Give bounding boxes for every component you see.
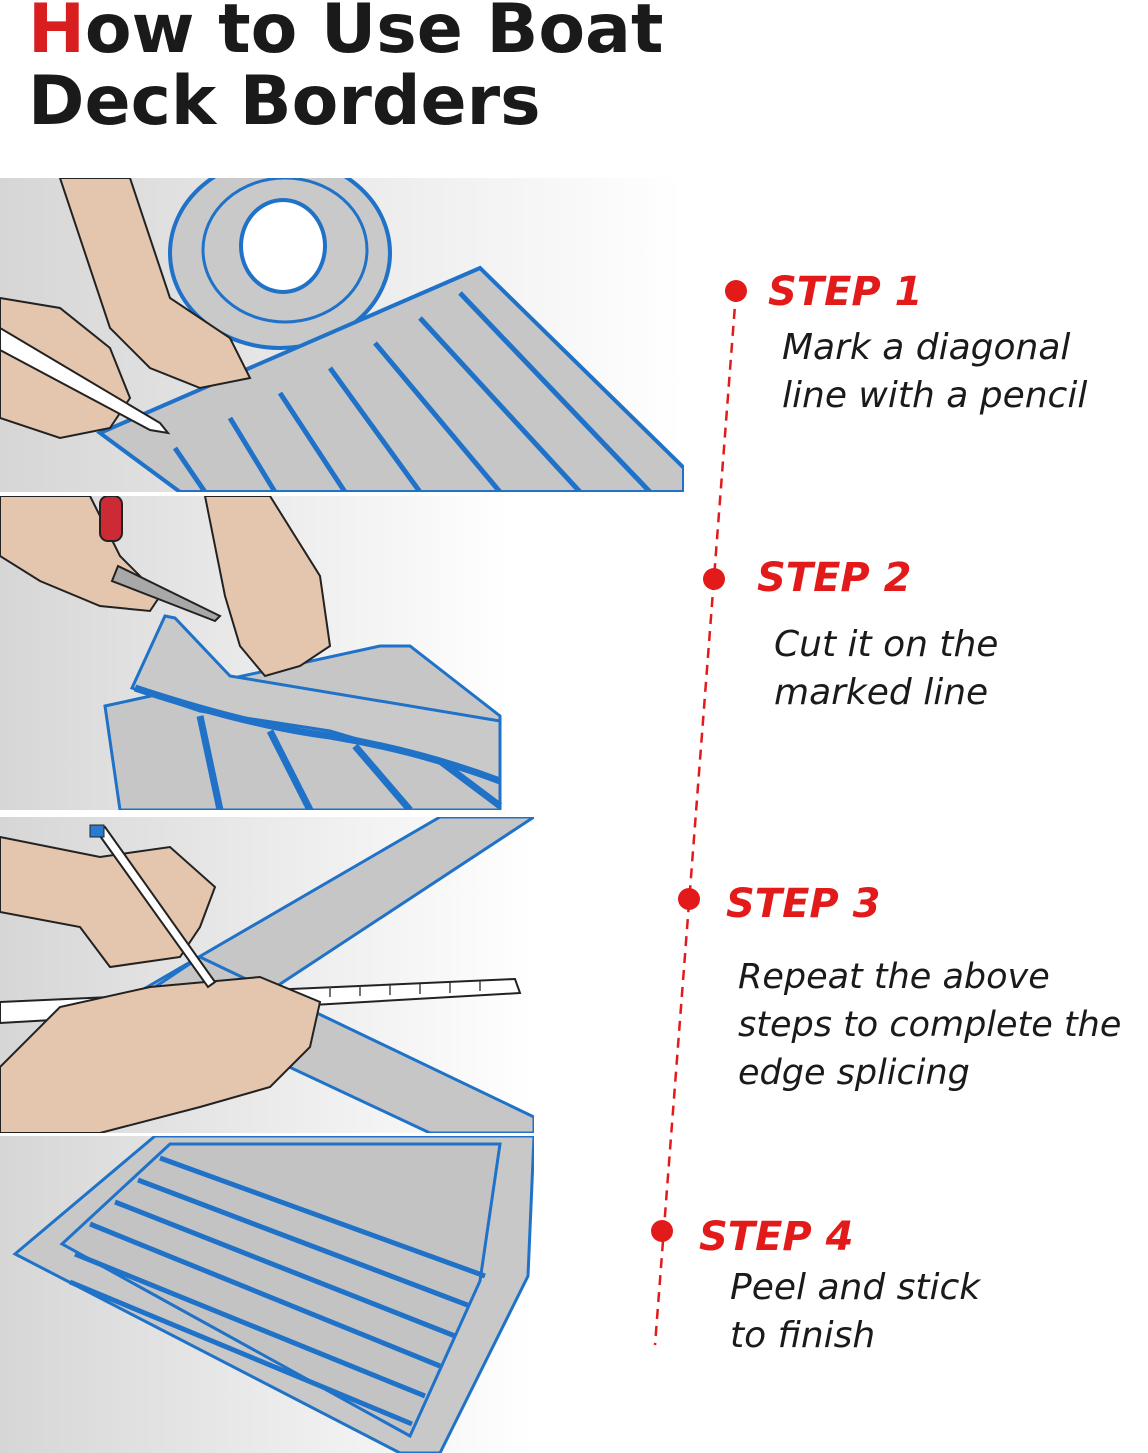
- step1-label: STEP 1: [768, 269, 923, 315]
- step2-description: Cut it on the marked line: [774, 624, 999, 713]
- step2-label: STEP 2: [757, 555, 912, 601]
- step1-dot: [725, 280, 747, 302]
- step4-description: Peel and stick to finish: [730, 1267, 981, 1356]
- step4-illustration: [0, 1136, 534, 1453]
- step3-dot: [678, 888, 700, 910]
- step3-illustration: [0, 817, 534, 1133]
- title-first-letter: H: [28, 0, 85, 69]
- step2-illustration: [0, 496, 510, 810]
- step4-dot: [651, 1220, 673, 1242]
- step2-dot: [703, 568, 725, 590]
- page-title: How to Use Boat Deck Borders: [28, 0, 663, 138]
- title-line2: Deck Borders: [28, 62, 541, 141]
- step1-description: Mark a diagonal line with a pencil: [782, 327, 1088, 416]
- step4-label: STEP 4: [699, 1214, 854, 1260]
- step1-illustration: [0, 178, 684, 492]
- title-line1: ow to Use Boat: [84, 0, 664, 69]
- step3-label: STEP 3: [726, 881, 881, 927]
- step3-description: Repeat the above steps to complete the e…: [738, 957, 1122, 1093]
